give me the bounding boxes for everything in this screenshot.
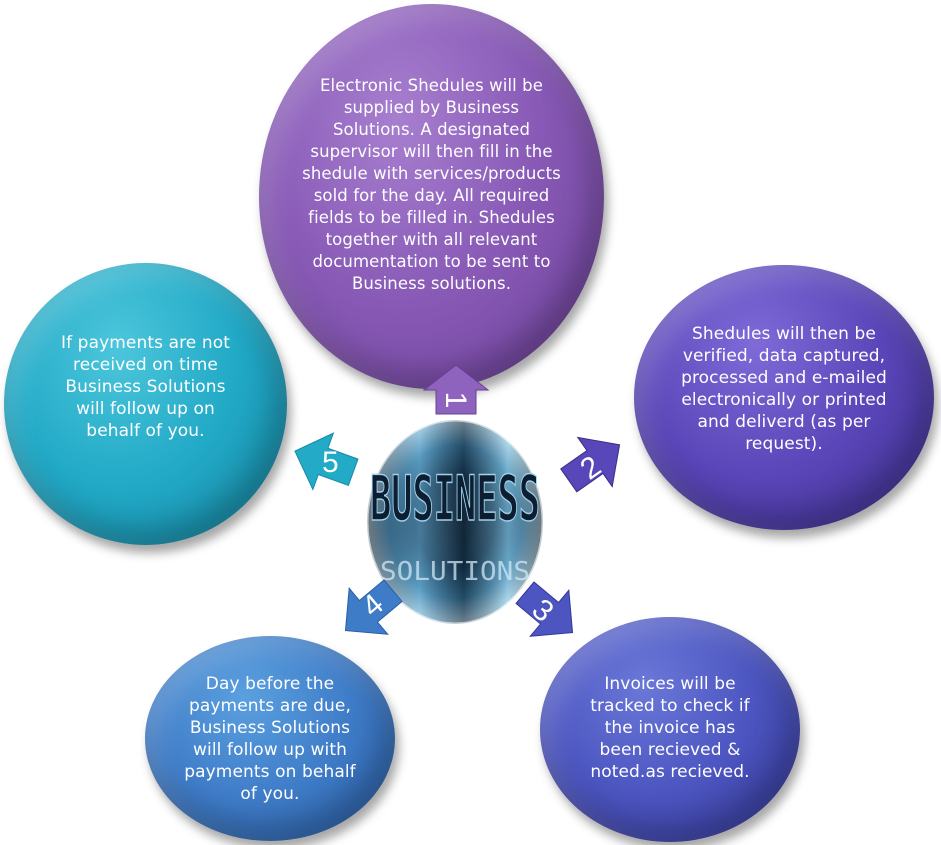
arrow-5-number: 5 <box>322 446 339 479</box>
arrow-2: 2 <box>560 436 621 493</box>
step-4-bubble: Day before the payments are due, Busines… <box>145 636 395 841</box>
arrow-1: 1 <box>422 364 490 415</box>
step-2-text: Shedules will then be verified, data cap… <box>681 323 887 454</box>
step-1-text: Electronic Shedules will be supplied by … <box>302 75 561 293</box>
step-4-text: Day before the payments are due, Busines… <box>184 673 356 804</box>
logo-word-solutions: SOLUTIONS <box>380 557 530 587</box>
business-solutions-logo: BUSINESS SOLUTIONS <box>365 418 545 626</box>
step-3-text: Invoices will be tracked to check if the… <box>590 673 750 782</box>
step-3-bubble: Invoices will be tracked to check if the… <box>540 617 800 842</box>
step-5-text: If payments are not received on time Bus… <box>60 333 231 441</box>
arrow-1-number: 1 <box>439 392 472 409</box>
step-2-bubble: Shedules will then be verified, data cap… <box>634 265 934 530</box>
arrow-5: 5 <box>294 432 359 491</box>
arrow-3: 3 <box>515 581 574 637</box>
arrow-4: 4 <box>344 579 403 635</box>
logo-word-business: BUSINESS <box>370 462 540 535</box>
step-5-bubble: If payments are not received on time Bus… <box>4 263 287 545</box>
step-1-bubble: Electronic Shedules will be supplied by … <box>259 4 604 389</box>
